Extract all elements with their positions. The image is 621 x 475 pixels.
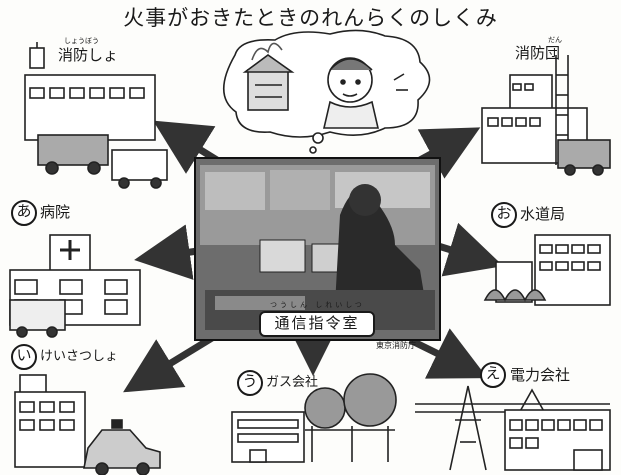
photo-credit: 東京消防庁 bbox=[376, 341, 416, 350]
burning-house bbox=[247, 69, 289, 111]
fire-station-art bbox=[24, 42, 168, 189]
arrow-to-power bbox=[408, 328, 488, 379]
diagram-title: 火事がおきたときのれんらくのしくみ bbox=[123, 6, 498, 30]
hospital-ambulance bbox=[9, 299, 66, 331]
command-room-label: 通信指令室 bbox=[274, 314, 360, 332]
gas-company-marker-glyph: う bbox=[242, 372, 258, 390]
fire-corps-art bbox=[481, 55, 611, 176]
waterworks-label: 水道局 bbox=[520, 205, 566, 223]
caller-thought-bubble bbox=[223, 29, 431, 154]
gas-tank-2 bbox=[343, 373, 397, 427]
power-company-marker: え bbox=[480, 362, 506, 388]
power-tower bbox=[449, 385, 487, 471]
fire-engine-1 bbox=[37, 134, 109, 166]
gas-company-label: ガス会社 bbox=[266, 375, 319, 390]
waterworks-art bbox=[483, 234, 611, 306]
fire-corps-ruby: だん bbox=[548, 36, 562, 44]
hospital-label: 病院 bbox=[40, 203, 71, 221]
command-room-ruby: つうしん しれいしつ bbox=[270, 301, 365, 309]
arrow-to-fire-corps bbox=[417, 127, 481, 179]
power-company-art bbox=[415, 385, 611, 471]
command-room-label-box: 通信指令室 bbox=[259, 311, 375, 337]
gas-company-art bbox=[231, 373, 397, 463]
waterworks-marker-glyph: お bbox=[496, 204, 512, 222]
fire-corps-label: 消防団 bbox=[515, 44, 561, 62]
waterworks-marker: お bbox=[491, 202, 517, 228]
fire-station-label: 消防しょ bbox=[58, 46, 119, 64]
power-company-marker-glyph: え bbox=[485, 364, 501, 382]
police-label: けいさつしょ bbox=[40, 349, 119, 364]
power-company-label: 電力会社 bbox=[510, 366, 571, 384]
hospital-art bbox=[9, 234, 141, 338]
police-marker-glyph: い bbox=[16, 346, 32, 364]
fire-station-ruby: しょうぼう bbox=[64, 37, 99, 45]
hospital-marker-glyph: あ bbox=[16, 202, 32, 220]
police-art bbox=[14, 374, 161, 475]
arrow-to-waterworks bbox=[433, 222, 504, 277]
waterworks-hedge bbox=[483, 289, 547, 302]
fire-engine-2 bbox=[557, 139, 611, 169]
ambulance bbox=[111, 149, 168, 181]
hospital-marker: あ bbox=[11, 200, 37, 226]
command-room-photo bbox=[194, 157, 441, 341]
police-car bbox=[83, 429, 161, 469]
gas-tank-1 bbox=[304, 387, 346, 429]
police-marker: い bbox=[11, 344, 37, 370]
gas-company-marker: う bbox=[237, 370, 263, 396]
